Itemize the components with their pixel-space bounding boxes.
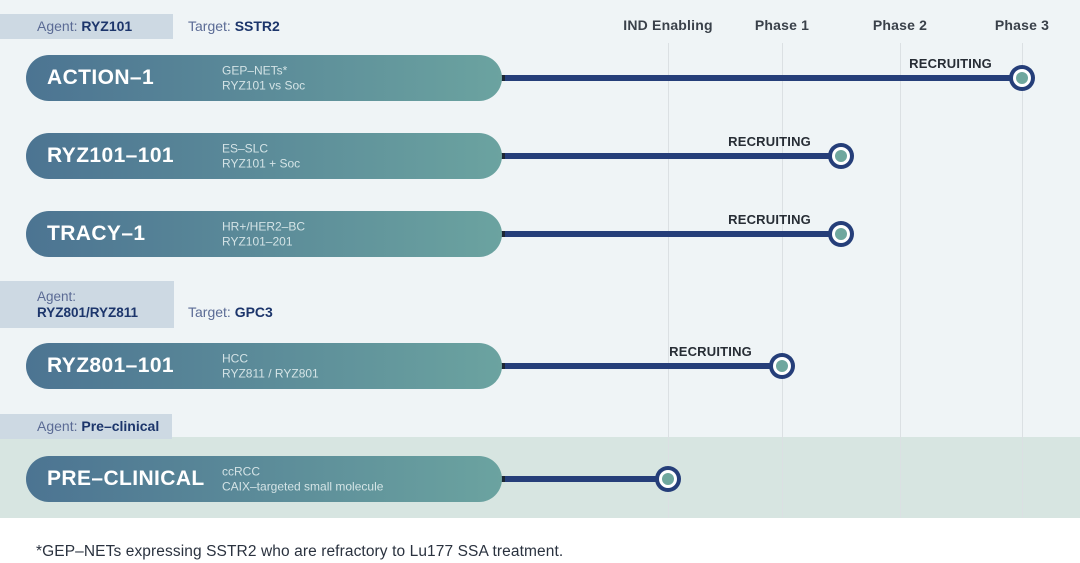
trial-indication: ES–SLC xyxy=(222,141,269,156)
progress-line xyxy=(498,75,1022,81)
phase-gridline xyxy=(668,43,669,518)
progress-marker xyxy=(835,228,847,240)
column-header-2: Phase 1 xyxy=(754,17,810,33)
column-header-1: IND Enabling xyxy=(623,17,713,33)
progress-marker xyxy=(662,473,674,485)
progress-line xyxy=(498,363,782,369)
phase-gridline xyxy=(782,43,783,518)
progress-marker xyxy=(776,360,788,372)
target-sstr2: Target: SSTR2 xyxy=(188,14,280,39)
recruiting-label: RECRUITING xyxy=(669,344,752,359)
phase-gridline xyxy=(900,43,901,518)
trial-indication: GEP–NETs* xyxy=(222,63,288,78)
target-label: Target: xyxy=(188,18,231,34)
trial-indication: ccRCC xyxy=(222,464,260,479)
recruiting-label: RECRUITING xyxy=(728,212,811,227)
recruiting-label: RECRUITING xyxy=(728,134,811,149)
trial-name: RYZ801–101 xyxy=(47,354,174,377)
trial-pill: ACTION–1 GEP–NETs*RYZ101 vs Soc xyxy=(26,55,502,101)
agent-label: Agent: xyxy=(37,18,78,34)
agent-box-ryz101: Agent: RYZ101 xyxy=(0,14,173,39)
trial-indication: HR+/HER2–BC xyxy=(222,219,306,234)
agent-box-ryz801-ryz811: Agent: RYZ801/RYZ811 xyxy=(0,281,174,328)
progress-line xyxy=(498,153,841,159)
column-header-4: Phase 3 xyxy=(994,17,1050,33)
agent-value: Pre–clinical xyxy=(81,418,160,434)
trial-name: TRACY–1 xyxy=(47,222,146,245)
column-header-3: Phase 2 xyxy=(872,17,928,33)
target-value: SSTR2 xyxy=(234,18,280,34)
trial-detail: RYZ101 vs Soc xyxy=(222,78,306,92)
agent-value: RYZ801/RYZ811 xyxy=(37,305,139,320)
target-label: Target: xyxy=(188,304,231,320)
trial-name: RYZ101–101 xyxy=(47,144,174,167)
trial-detail: RYZ101–201 xyxy=(222,234,293,248)
trial-description: GEP–NETs*RYZ101 vs Soc xyxy=(222,64,305,93)
phase-gridline xyxy=(1022,43,1023,518)
trial-indication: HCC xyxy=(222,351,248,366)
agent-label: Agent: xyxy=(37,289,77,304)
target-value: GPC3 xyxy=(234,304,273,320)
footnote: *GEP–NETs expressing SSTR2 who are refra… xyxy=(36,543,564,560)
target-gpc3: Target: GPC3 xyxy=(188,304,273,320)
agent-box-preclinical: Agent: Pre–clinical xyxy=(0,414,172,439)
agent-value: RYZ101 xyxy=(81,18,133,34)
progress-marker xyxy=(1016,72,1028,84)
progress-marker xyxy=(835,150,847,162)
trial-detail: RYZ101 + Soc xyxy=(222,156,301,170)
trial-detail: RYZ811 / RYZ801 xyxy=(222,366,319,380)
trial-name: ACTION–1 xyxy=(47,66,155,89)
trial-detail: CAIX–targeted small molecule xyxy=(222,479,384,493)
progress-line xyxy=(498,476,668,482)
recruiting-label: RECRUITING xyxy=(909,56,992,71)
progress-line xyxy=(498,231,841,237)
trial-name: PRE–CLINICAL xyxy=(47,467,205,490)
agent-label: Agent: xyxy=(37,418,78,434)
